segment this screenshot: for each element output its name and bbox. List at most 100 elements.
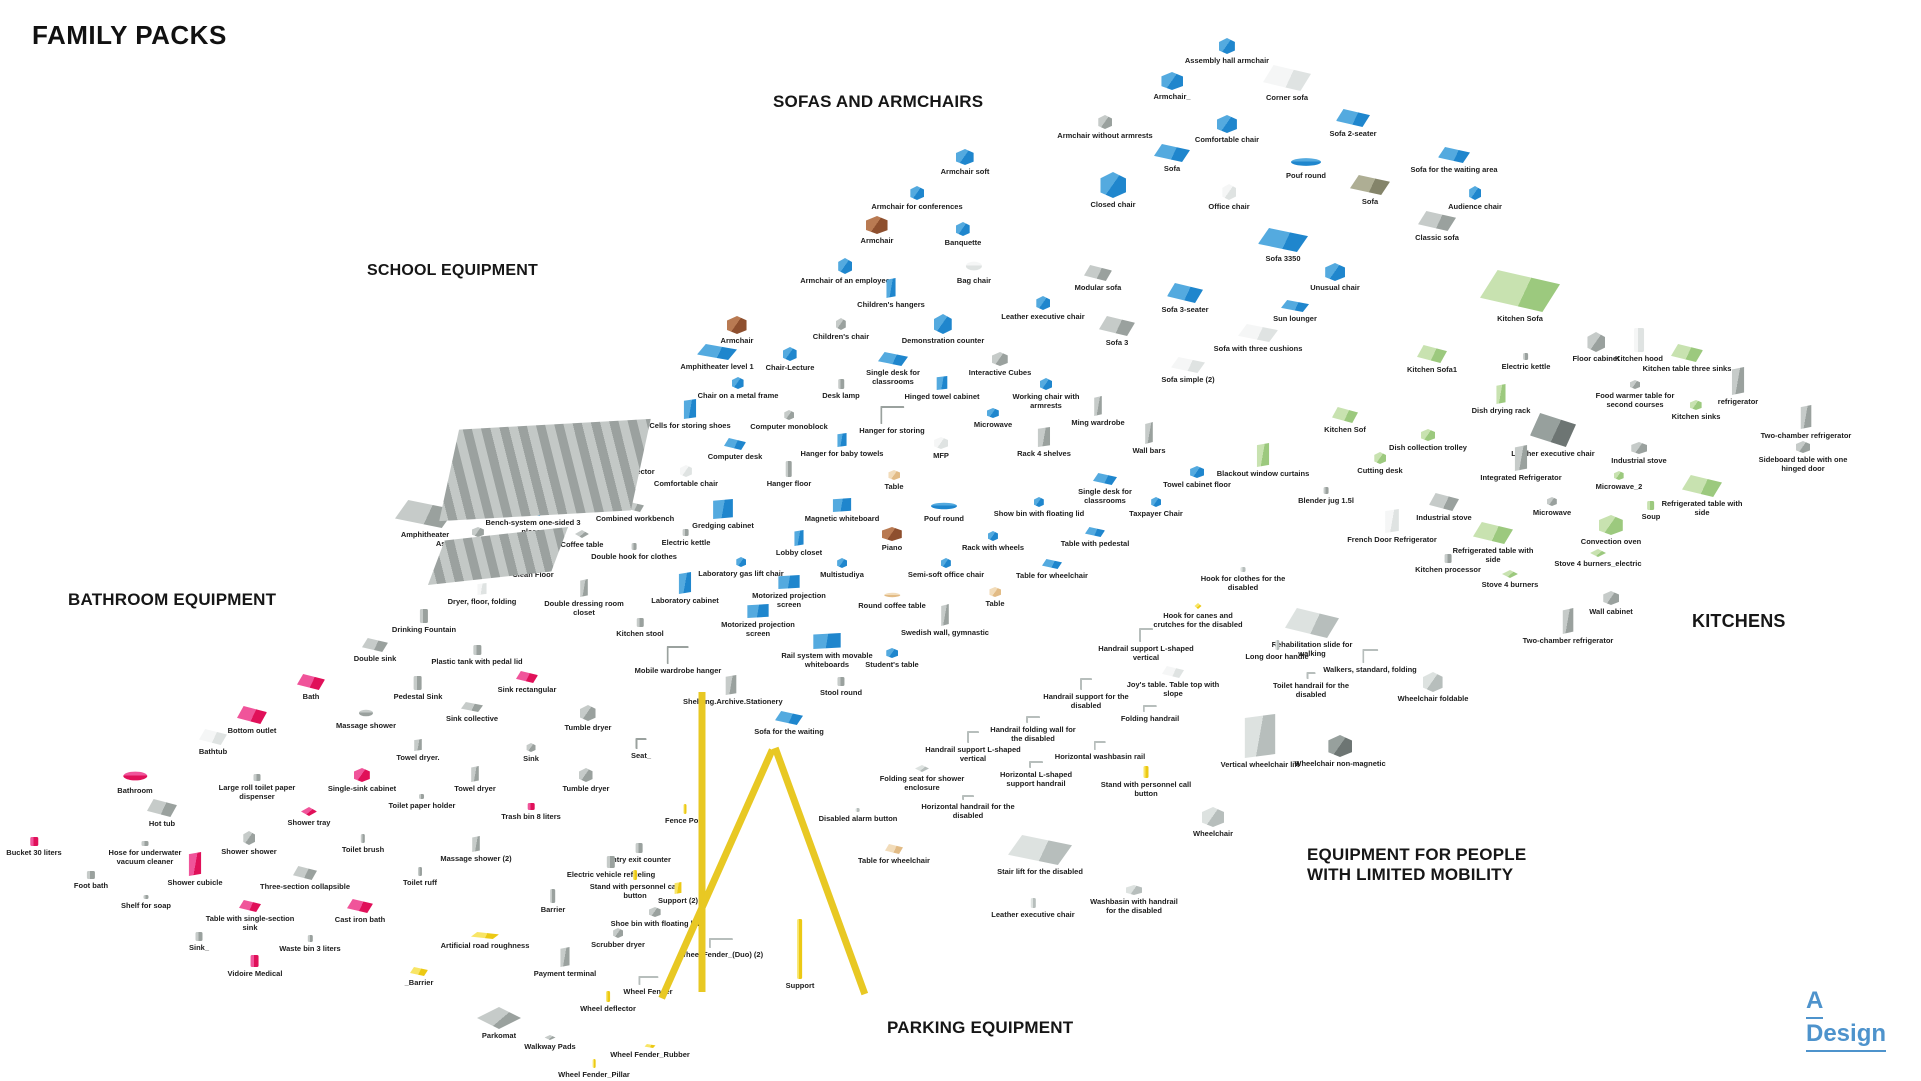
item-label: Taxpayer Chair: [1129, 509, 1183, 518]
bathroom-item-icon: [413, 739, 423, 751]
item-label: Support: [785, 981, 815, 990]
catalog-item-school: Table for wheelchair: [1016, 559, 1088, 581]
catalog-item-mobility: Washbasin with handrail for the disabled: [1086, 885, 1182, 915]
item-label: Drinking Fountain: [391, 625, 457, 634]
item-label: Semi-soft office chair: [907, 570, 985, 579]
sofas-item-icon: [1258, 228, 1308, 252]
sofas-item-icon: [1281, 300, 1309, 312]
section-heading-parking: PARKING EQUIPMENT: [887, 1018, 1074, 1037]
school-item-icon: [731, 377, 744, 389]
catalog-item-kitchens: Dish collection trolley: [1389, 429, 1467, 453]
logo-line-1: A: [1806, 986, 1824, 1019]
catalog-item-mobility: Horizontal handrail for the disabled: [920, 795, 1016, 820]
item-label: Bucket 30 liters: [6, 848, 62, 857]
catalog-item-mobility: Toilet handrail for the disabled: [1263, 672, 1359, 699]
item-label: Tumble dryer: [562, 784, 610, 793]
parking-item-icon: [477, 1007, 521, 1029]
item-label: Armchair: [860, 236, 894, 245]
parking-item-icon: [471, 932, 499, 939]
item-label: Armchair of an employee: [800, 276, 890, 285]
kitchens-item-icon: [1323, 487, 1329, 494]
catalog-item-kitchens: Microwave_2: [1596, 471, 1642, 492]
catalog-item-school: Blackout window curtains: [1217, 443, 1309, 479]
item-label: Shower cubicle: [167, 878, 223, 887]
catalog-item-sofas: Assembly hall armchair: [1185, 38, 1269, 66]
section-heading-mobility: EQUIPMENT FOR PEOPLE WITH LIMITED MOBILI…: [1307, 845, 1527, 884]
catalog-item-sofas: Sofa: [1349, 175, 1390, 207]
mobility-item-icon: [885, 844, 903, 854]
item-label: Armchair: [720, 336, 754, 345]
catalog-item-kitchens: Kitchen hood: [1615, 328, 1663, 364]
bathroom-item-icon: [579, 768, 593, 782]
kitchens-item-icon: [1730, 367, 1746, 395]
catalog-item-mobility: Wheelchair: [1193, 807, 1233, 839]
catalog-item-parking: Parkomat: [477, 1007, 521, 1041]
school-item-icon: [837, 677, 845, 686]
item-label: Shower shower: [221, 847, 277, 856]
catalog-item-school: Microwave: [974, 408, 1012, 430]
catalog-item-parking: _Barrier: [404, 967, 434, 988]
catalog-item-school: Hanger for storing: [859, 406, 925, 436]
kitchens-item-icon: [1630, 380, 1640, 389]
item-label: _Barrier: [404, 978, 434, 987]
school-item-icon: [1144, 422, 1154, 444]
item-label: Laboratory gas lift chair: [698, 569, 784, 578]
catalog-item-bathroom: Bottom outlet: [228, 706, 276, 736]
school-item-icon: [775, 575, 803, 589]
catalog-item-school: Motorized projection screen: [710, 604, 806, 638]
kitchens-item-icon: [1631, 442, 1647, 454]
catalog-item-school: Table: [884, 470, 904, 492]
catalog-item-bathroom: Shelf for soap: [120, 895, 172, 911]
kitchens-item-icon: [1602, 591, 1619, 605]
catalog-item-sofas: Bag chair: [957, 261, 991, 286]
catalog-item-parking: Wheel Fender_Pillar: [558, 1059, 630, 1080]
kitchens-item-icon: [1473, 522, 1513, 544]
catalog-item-sofas: Audience chair: [1448, 186, 1502, 212]
school-item-icon: [631, 543, 637, 550]
item-label: Payment terminal: [533, 969, 597, 978]
bathroom-item-icon: [86, 871, 95, 879]
school-item-icon: [881, 527, 902, 541]
catalog-item-mobility: Hook for canes and crutches for the disa…: [1150, 603, 1246, 629]
item-label: Comfortable chair: [1194, 135, 1260, 144]
page-title: FAMILY PACKS: [32, 20, 227, 50]
catalog-item-kitchens: Food warmer table for second courses: [1587, 380, 1683, 409]
school-item-icon: [830, 498, 854, 512]
item-label: Floor cabinet: [1572, 354, 1620, 363]
item-label: Rack 4 shelves: [1017, 449, 1071, 458]
catalog-item-kitchens: Convection oven: [1581, 515, 1641, 547]
bathroom-item-icon: [237, 706, 267, 724]
catalog-item-bathroom: Hot tub: [147, 799, 177, 829]
item-label: Table for wheelchair: [858, 856, 930, 865]
item-label: Soup: [1641, 512, 1661, 521]
item-label: Shelf for soap: [120, 901, 172, 910]
bathroom-item-icon: [243, 831, 255, 845]
item-label: Dryer, floor, folding: [447, 597, 517, 606]
item-label: Student's table: [865, 660, 919, 669]
catalog-item-school: Chair on a metal frame: [698, 377, 778, 401]
a-design-logo-link[interactable]: A Design: [1806, 986, 1887, 1052]
item-label: Classic sofa: [1415, 233, 1459, 242]
item-label: Lobby closet: [775, 548, 823, 557]
item-label: Stool round: [819, 688, 863, 697]
item-label: Two-chamber refrigerator: [1760, 431, 1852, 440]
item-label: Swedish wall, gymnastic: [901, 628, 989, 637]
catalog-item-parking: Entry exit counter: [607, 843, 671, 865]
catalog-item-kitchens: Industrial stove: [1416, 493, 1472, 523]
item-label: Shelving.Archive.Stationery: [683, 697, 783, 706]
item-label: Wheelchair foldable: [1397, 694, 1469, 703]
item-label: Coffee table: [560, 540, 604, 549]
bathroom-item-icon: [353, 768, 370, 782]
item-label: Demonstration counter: [901, 336, 985, 345]
catalog-item-sofas: Leather executive chair: [1001, 296, 1085, 322]
catalog-item-bathroom: Double sink: [354, 638, 396, 664]
catalog-item-parking: Support: [785, 919, 815, 991]
item-label: Folding handrail: [1120, 714, 1180, 723]
catalog-item-school: Pouf round: [924, 502, 964, 524]
parking-item-icon: [613, 928, 623, 938]
sofas-item-icon: [1418, 211, 1456, 231]
item-label: Rehabilitation slide for walking: [1271, 640, 1353, 658]
school-item-icon: [683, 529, 689, 536]
section-heading-sofas: SOFAS AND ARMCHAIRS: [773, 92, 984, 111]
item-label: Horizontal handrail for the disabled: [921, 802, 1015, 820]
